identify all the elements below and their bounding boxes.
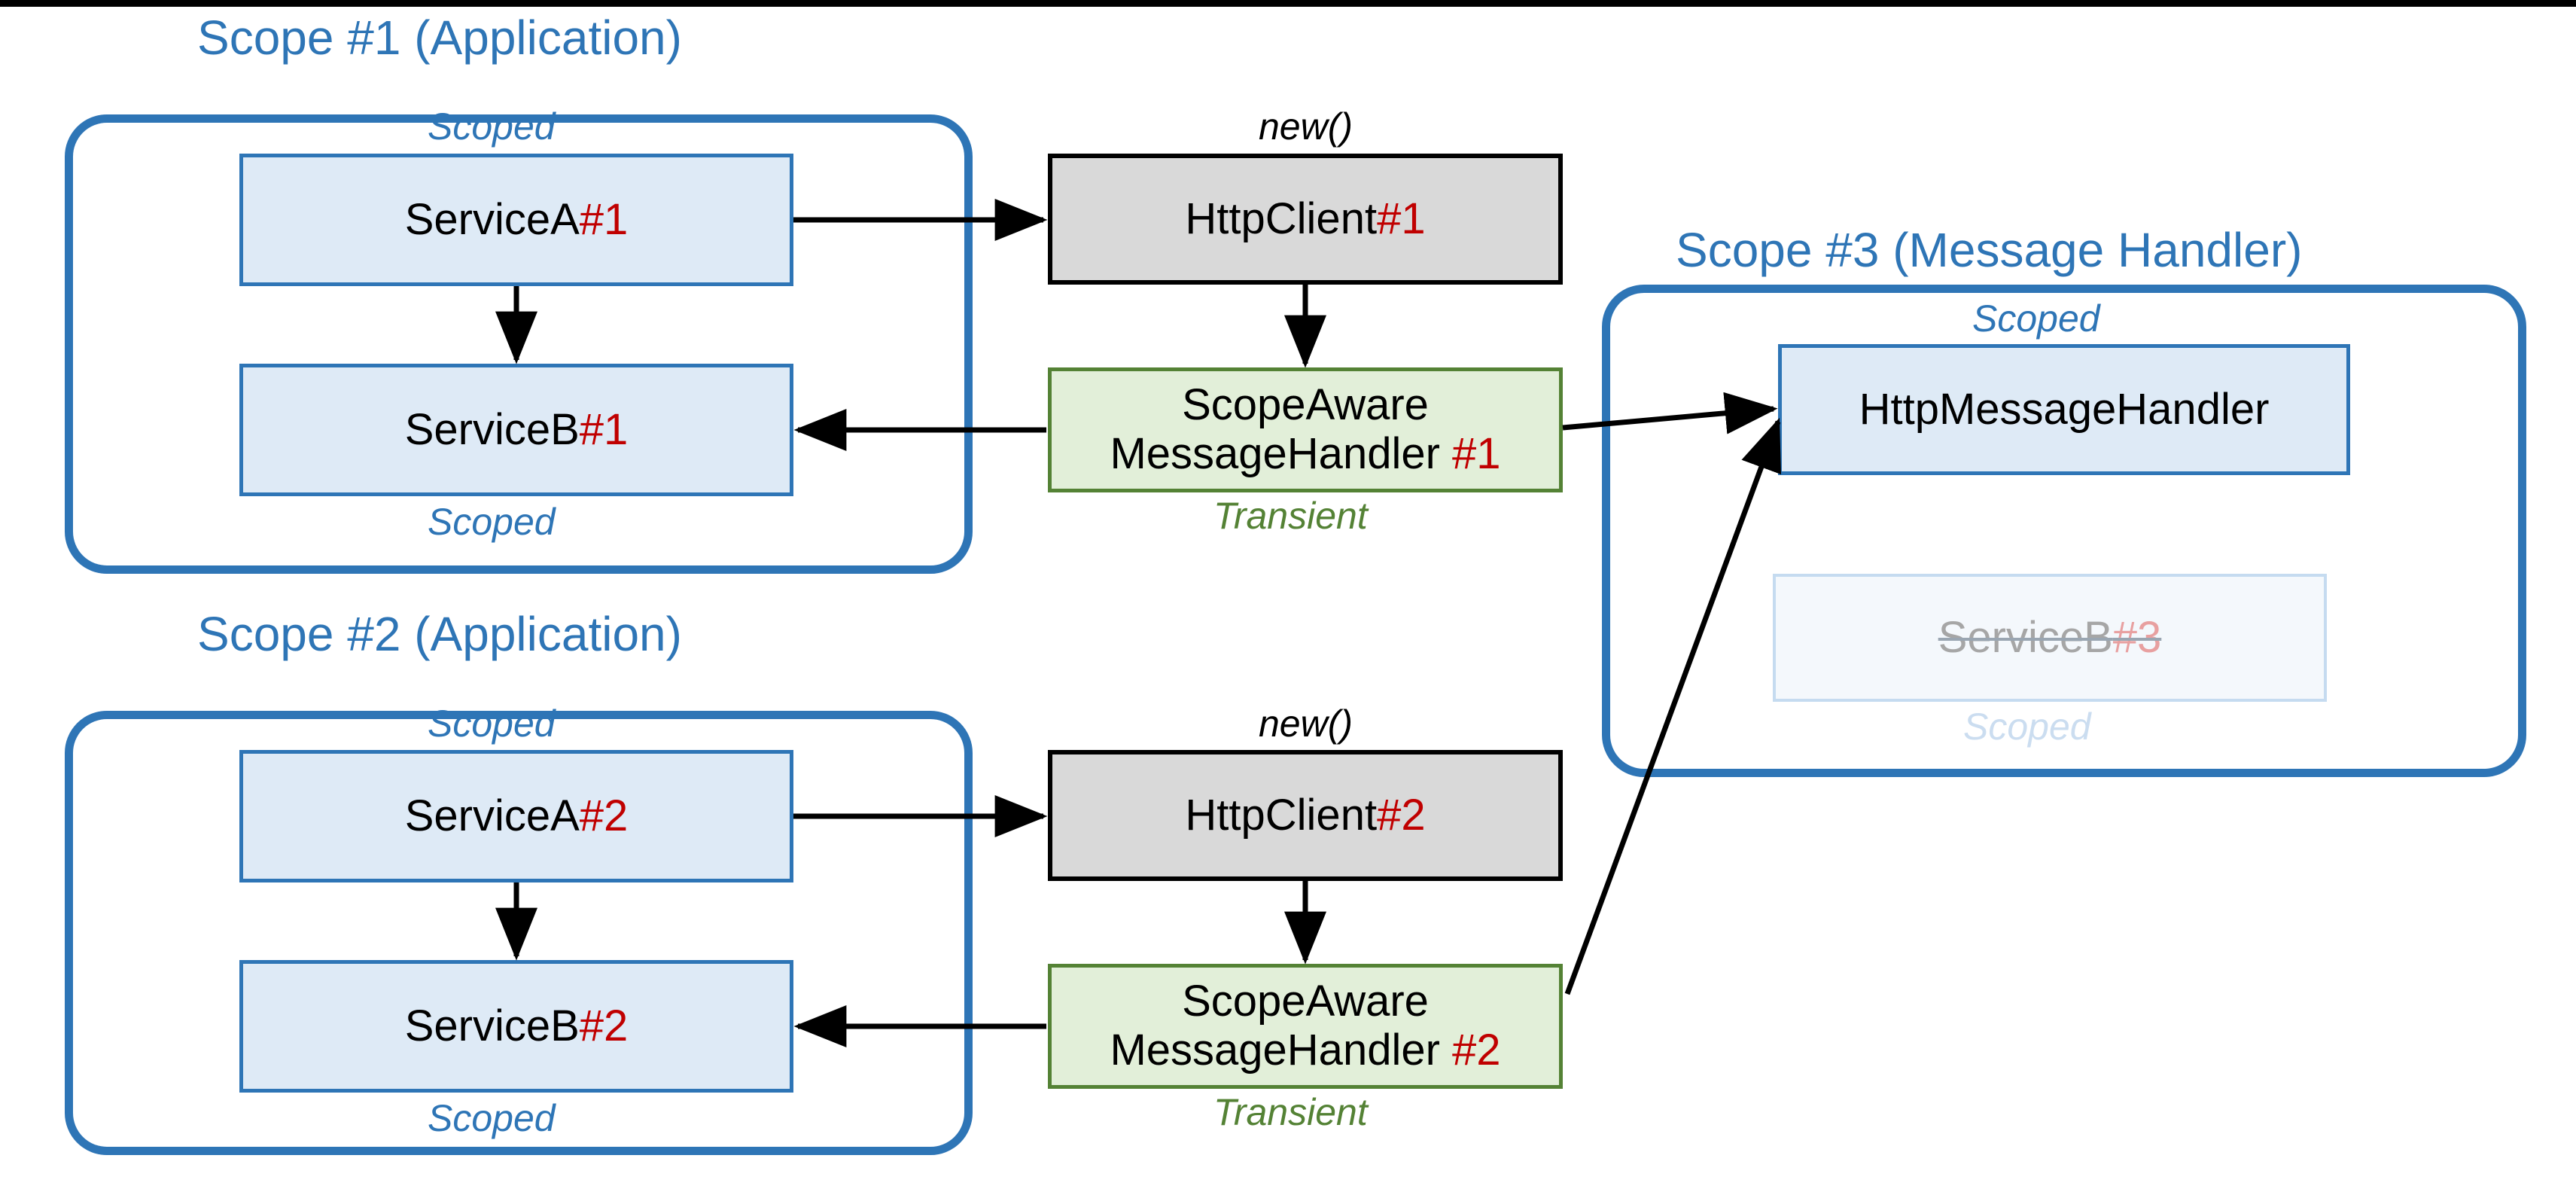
node-service-a-1-label: ServiceA	[404, 194, 580, 244]
node-handler-2-line2-wrapper: MessageHandler #2	[1110, 1026, 1500, 1075]
node-service-a-1-number: #1	[579, 194, 629, 244]
service-a-1-lifetime-label: Scoped	[428, 105, 556, 148]
http-message-handler-lifetime-label: Scoped	[1972, 297, 2100, 340]
handler-2-lifetime-label: Transient	[1213, 1091, 1368, 1133]
service-b-3-lifetime-label: Scoped	[1963, 706, 2091, 748]
scope-1-container	[65, 114, 973, 574]
node-service-b-3-label: ServiceB	[1938, 612, 2113, 662]
http-client-2-lifetime-label: new()	[1259, 703, 1353, 745]
service-b-1-lifetime-label: Scoped	[428, 501, 556, 543]
service-b-2-lifetime-label: Scoped	[428, 1097, 556, 1139]
node-handler-2-number: #2	[1452, 1026, 1501, 1074]
node-handler-1-line1: ScopeAware	[1182, 380, 1429, 430]
node-service-b-1[interactable]: ServiceB #1	[239, 364, 793, 496]
node-http-message-handler-label: HttpMessageHandler	[1859, 384, 2270, 434]
node-http-client-2-label: HttpClient	[1185, 790, 1378, 840]
node-service-b-3-number: #3	[2112, 612, 2162, 662]
node-http-client-1[interactable]: HttpClient #1	[1048, 154, 1563, 285]
node-service-b-2[interactable]: ServiceB #2	[239, 960, 793, 1093]
node-http-message-handler[interactable]: HttpMessageHandler	[1778, 344, 2350, 475]
node-http-client-1-number: #1	[1377, 194, 1426, 243]
node-handler-1-number: #1	[1452, 429, 1501, 478]
node-service-b-1-label: ServiceB	[404, 404, 580, 454]
top-black-bar	[0, 0, 2576, 7]
handler-1-lifetime-label: Transient	[1213, 495, 1368, 537]
node-scope-aware-message-handler-2[interactable]: ScopeAware MessageHandler #2	[1048, 964, 1563, 1089]
scope-2-container	[65, 711, 973, 1155]
node-service-a-1[interactable]: ServiceA #1	[239, 154, 793, 286]
node-handler-2-line2: MessageHandler	[1110, 1026, 1453, 1074]
node-service-a-2-number: #2	[579, 791, 629, 840]
scope-2-title: Scope #2 (Application)	[197, 607, 682, 661]
node-http-client-2-number: #2	[1377, 790, 1426, 840]
node-scope-aware-message-handler-1[interactable]: ScopeAware MessageHandler #1	[1048, 367, 1563, 492]
http-client-1-lifetime-label: new()	[1259, 105, 1353, 148]
service-a-2-lifetime-label: Scoped	[428, 703, 556, 745]
node-service-b-2-number: #2	[579, 1001, 629, 1050]
node-http-client-2[interactable]: HttpClient #2	[1048, 750, 1563, 881]
scope-3-title: Scope #3 (Message Handler)	[1676, 223, 2303, 277]
node-handler-1-line2-wrapper: MessageHandler #1	[1110, 429, 1501, 479]
node-service-a-2-label: ServiceA	[404, 791, 580, 840]
node-service-b-3[interactable]: ServiceB #3	[1773, 574, 2327, 702]
node-handler-2-line1: ScopeAware	[1182, 977, 1429, 1026]
node-http-client-1-label: HttpClient	[1185, 194, 1378, 243]
node-handler-1-line2: MessageHandler	[1110, 429, 1453, 478]
scope-1-title: Scope #1 (Application)	[197, 11, 682, 65]
node-service-b-1-number: #1	[579, 404, 629, 454]
node-service-b-2-label: ServiceB	[404, 1001, 580, 1050]
node-service-a-2[interactable]: ServiceA #2	[239, 750, 793, 882]
